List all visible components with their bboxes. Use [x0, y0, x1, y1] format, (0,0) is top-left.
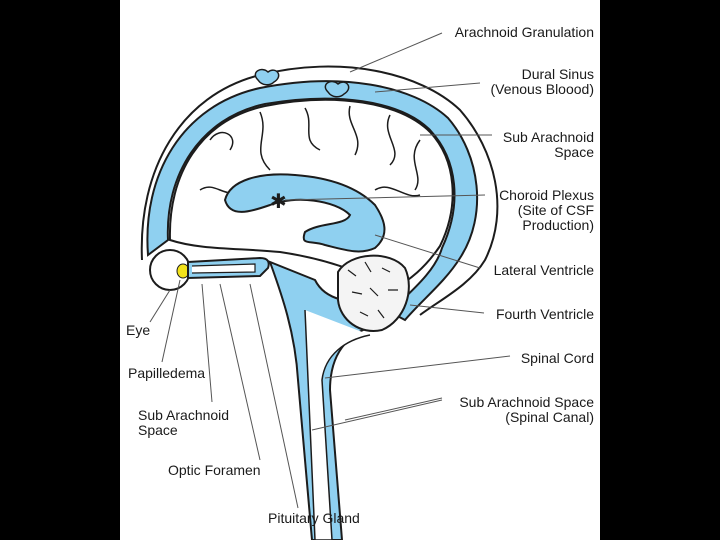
label-pituitary-gland: Pituitary Gland — [268, 510, 360, 526]
label-arachnoid-granulation: Arachnoid Granulation — [454, 24, 594, 40]
cerebellum — [337, 254, 410, 332]
diagram-panel: ✱ Arac — [120, 0, 600, 540]
label-lateral-ventricle: Lateral Ventricle — [493, 262, 594, 278]
spinal-cord — [304, 309, 371, 540]
label-eye: Eye — [126, 322, 151, 338]
subarachnoid-band — [146, 80, 479, 322]
skull-outline — [140, 65, 499, 316]
label-dural-sinus: Dural Sinus (Venous Bloood) — [490, 66, 594, 97]
label-spinal-cord: Spinal Cord — [520, 350, 594, 366]
cerebellum-folia — [347, 261, 398, 319]
gyri-lines — [199, 105, 421, 197]
leader-lines — [149, 32, 511, 509]
arachnoid-granulation-left — [254, 68, 280, 86]
label-fourth-ventricle: Fourth Ventricle — [495, 306, 594, 322]
choroid-plexus-star: ✱ — [270, 189, 287, 213]
label-optic-foramen: Optic Foramen — [168, 462, 261, 478]
label-sub-arachnoid-space-spinal: Sub Arachnoid Space (Spinal Canal) — [459, 394, 594, 425]
label-sub-arachnoid-space: Sub Arachnoid Space — [502, 129, 594, 160]
optic-nerve — [191, 263, 256, 274]
label-sub-arachnoid-space-optic: Sub Arachnoid Space — [138, 407, 230, 438]
label-choroid-plexus: Choroid Plexus (Site of CSF Production) — [499, 187, 594, 233]
arachnoid-granulation-right — [324, 80, 350, 98]
brain-csf-illustration: ✱ — [140, 32, 511, 540]
label-papilledema: Papilledema — [128, 365, 206, 381]
